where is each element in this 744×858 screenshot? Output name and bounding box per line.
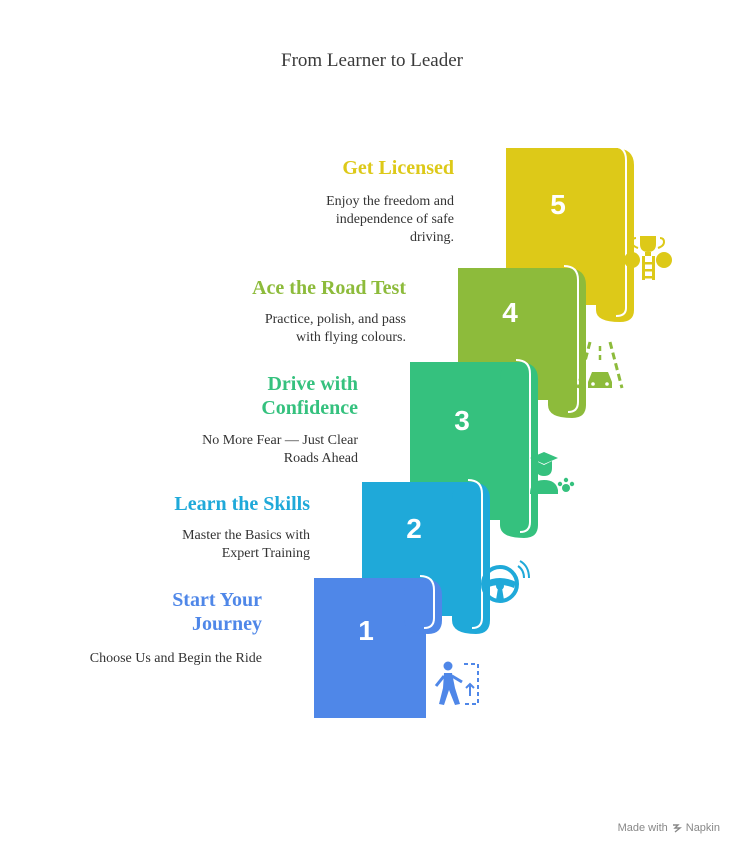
step-5-desc-line2: independence of safe xyxy=(335,212,454,227)
step-3-title-line1: Drive with xyxy=(267,373,358,395)
step-1-number: 1 xyxy=(358,615,374,646)
road-car-icon xyxy=(576,341,624,389)
step-2-number: 2 xyxy=(406,513,422,544)
step-3-banner: 3 xyxy=(410,359,538,538)
step-2-desc-line2: Expert Training xyxy=(221,546,310,561)
step-3-title-line2: Confidence xyxy=(261,397,358,419)
step-3-desc-line1: No More Fear — Just Clear xyxy=(202,433,358,448)
step-1-desc-line1: Choose Us and Begin the Ride xyxy=(89,651,262,666)
step-1-description: Choose Us and Begin the Ride xyxy=(22,650,262,668)
footer-brand: Napkin xyxy=(685,822,720,834)
step-4-title-line1: Ace the Road Test xyxy=(252,277,406,299)
step-1-title: Start Your Journey xyxy=(172,588,262,636)
step-4-title: Ace the Road Test xyxy=(252,276,406,300)
step-5-title: Get Licensed xyxy=(342,156,454,180)
step-5-number: 5 xyxy=(550,189,566,220)
footer-prefix: Made with xyxy=(617,822,668,834)
trophy-ladder-icon xyxy=(624,236,672,280)
footer-credit: Made with Napkin xyxy=(618,822,720,834)
step-2-desc-line1: Master the Basics with xyxy=(182,528,310,543)
step-3-number: 3 xyxy=(454,405,470,436)
step-5-title-line1: Get Licensed xyxy=(342,157,454,179)
step-2-description: Master the Basics with Expert Training xyxy=(70,527,310,563)
step-1-banner: 1 xyxy=(314,575,442,718)
step-4-desc-line2: with flying colours. xyxy=(295,330,406,345)
page-title: From Learner to Leader xyxy=(281,50,463,71)
walking-person-icon xyxy=(434,661,479,705)
step-5-banner: 5 xyxy=(506,145,634,322)
step-3-title: Drive with Confidence xyxy=(261,372,358,420)
step-1-title-line2: Journey xyxy=(192,613,262,635)
step-3-desc-line2: Roads Ahead xyxy=(283,451,358,466)
step-5-desc-line1: Enjoy the freedom and xyxy=(326,194,454,209)
graduate-icon xyxy=(530,452,575,494)
step-2-title-line1: Learn the Skills xyxy=(174,493,310,515)
step-4-desc-line1: Practice, polish, and pass xyxy=(264,312,406,327)
step-1-title-line1: Start Your xyxy=(172,589,262,611)
step-5-description: Enjoy the freedom and independence of sa… xyxy=(234,193,454,247)
step-4-number: 4 xyxy=(502,297,518,328)
steering-wheel-icon xyxy=(481,560,530,603)
step-3-description: No More Fear — Just Clear Roads Ahead xyxy=(118,432,358,468)
step-2-title: Learn the Skills xyxy=(174,492,310,516)
step-4-description: Practice, polish, and pass with flying c… xyxy=(166,311,406,347)
napkin-logo-icon xyxy=(672,824,682,833)
step-5-desc-line3: driving. xyxy=(410,230,454,245)
